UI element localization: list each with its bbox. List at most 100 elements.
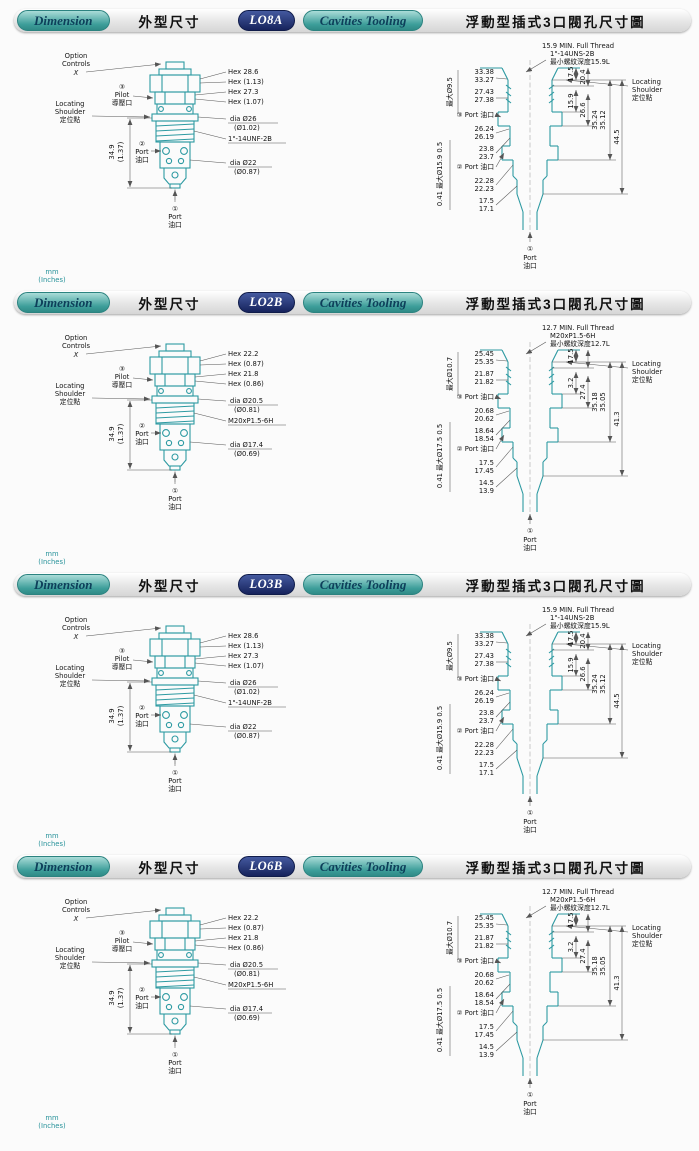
depth-dim-3-min: 35.12 <box>599 674 607 693</box>
hex-lower-mm: Hex 27.3 <box>228 652 259 660</box>
cavities-tooling-badge: Cavities Tooling <box>302 574 424 595</box>
option-controls-x: X <box>73 69 79 77</box>
units-inches-label: (Inches) <box>38 558 66 566</box>
bore5-dim-max: 17.5 <box>479 459 494 467</box>
port2-number: ② <box>139 140 145 148</box>
port1-number: ① <box>172 1051 178 1059</box>
hex-lower-in: Hex (1.07) <box>228 662 264 670</box>
units-inches-label: (Inches) <box>38 276 66 284</box>
bore6-dim-max: 17.5 <box>479 197 494 205</box>
min-thread-depth-cn: 最小螺紋深度12.7L <box>550 903 610 912</box>
dia-lower-mm: dia Ø17.4 <box>230 441 263 449</box>
bore5-dim-min: 22.23 <box>475 185 494 193</box>
depth-dim-top1: 17.5 <box>567 630 575 645</box>
hex-lower-in: Hex (0.86) <box>228 380 264 388</box>
height-dim-in: (1.37) <box>117 141 125 162</box>
bore3-dim-max: 26.24 <box>475 689 494 697</box>
depth-dim-4: 44.5 <box>613 129 621 144</box>
bore1-dim-min: 33.27 <box>475 76 494 84</box>
units-mm-label: mm <box>45 550 59 558</box>
cavity-port2-label: ② Port 油口 <box>457 726 494 735</box>
cavity-port1-cn: 油口 <box>523 261 537 270</box>
full-thread-note: 15.9 MIN. Full Thread <box>542 606 614 614</box>
cavity-thread-spec: M20xP1.5-6H <box>550 896 595 904</box>
min-thread-depth-cn: 最小螺紋深度15.9L <box>550 57 610 66</box>
bore2-dim-max: 27.43 <box>475 652 494 660</box>
valve-dimension-drawing: Option Controls X ③ Pilot 導壓口 Locating S… <box>38 616 286 848</box>
bore1-dim-max: 25.45 <box>475 914 494 922</box>
bore6-dim-min: 13.9 <box>479 1051 494 1059</box>
cavity-port1-number: ① <box>527 809 533 817</box>
depth-dim-1: 15.9 <box>567 657 575 672</box>
cavity-dimension-lines <box>449 59 629 242</box>
height-dim-in: (1.37) <box>117 423 125 444</box>
depth-dim-4: 41.3 <box>613 411 621 426</box>
bore2-dim-min: 21.82 <box>475 942 494 950</box>
cavity-profile <box>480 67 580 230</box>
option-controls-line1: Option <box>65 334 88 342</box>
bore6-dim-max: 17.5 <box>479 761 494 769</box>
dia-lower-in: (Ø0.69) <box>234 450 260 458</box>
cavities-title-cn: 浮動型插式3口閥孔尺寸圖 <box>465 578 646 594</box>
option-controls-line2: Controls <box>62 342 91 350</box>
bore3-dim-max: 26.24 <box>475 125 494 133</box>
hex-top-mm: Hex 22.2 <box>228 914 259 922</box>
valve-dimension-lines <box>85 626 286 766</box>
bore4-dim-min: 18.54 <box>475 999 494 1007</box>
bore3-dim-max: 20.68 <box>475 407 494 415</box>
cavity-locating-line1: Locating <box>632 78 661 86</box>
hex-lower-mm: Hex 21.8 <box>228 370 259 378</box>
catalog-section: Dimension 外型尺寸 LO2B Cavities Tooling 浮動型… <box>0 291 699 568</box>
bore4-dim-max: 18.64 <box>475 991 494 999</box>
depth-dim-2: 26.6 <box>579 666 587 681</box>
height-dim-mm: 34.9 <box>108 708 116 723</box>
dimension-title-cn: 外型尺寸 <box>138 578 201 594</box>
height-dim-mm: 34.9 <box>108 144 116 159</box>
port1-label: Port <box>168 777 182 785</box>
locating-shoulder-line1: Locating <box>56 664 85 672</box>
bore5-dim-max: 22.28 <box>475 741 494 749</box>
cavity-locating-line2: Shoulder <box>632 368 662 376</box>
bore1-dim-max: 33.38 <box>475 632 494 640</box>
cavity-port1-cn: 油口 <box>523 825 537 834</box>
model-badge: LO2B <box>237 292 295 313</box>
port2-cn: 油口 <box>135 437 149 446</box>
valve-dimension-drawing: Option Controls X ③ Pilot 導壓口 Locating S… <box>38 898 286 1130</box>
height-dim-mm: 34.9 <box>108 426 116 441</box>
bore1-dim-min: 25.35 <box>475 922 494 930</box>
cavity-port2-label: ② Port 油口 <box>457 444 494 453</box>
hex-top-in: Hex (0.87) <box>228 360 264 368</box>
pilot-port-cn: 導壓口 <box>112 380 132 389</box>
bore3-dim-min: 20.62 <box>475 415 494 423</box>
cavity-port1-cn: 油口 <box>523 543 537 552</box>
dia-lower-in: (Ø0.87) <box>234 732 260 740</box>
cavity-port2-label: ② Port 油口 <box>457 162 494 171</box>
depth-dim-2: 27.4 <box>579 948 587 963</box>
valve-outline <box>149 61 201 189</box>
valve-dimension-drawing: Option Controls X ③ Pilot 導壓口 Locating S… <box>38 334 286 566</box>
drawings-row: Option Controls X ③ Pilot 導壓口 Locating S… <box>0 316 699 568</box>
locating-shoulder-line2: Shoulder <box>55 672 85 680</box>
depth-dim-3-max: 35.18 <box>591 956 599 975</box>
dimension-title-cn: 外型尺寸 <box>138 14 201 30</box>
dia-upper-in: (Ø0.81) <box>234 406 260 414</box>
cavity-locating-cn: 定位點 <box>632 93 653 102</box>
dia-upper-mm: dia Ø20.5 <box>230 397 263 405</box>
locating-shoulder-cn: 定位點 <box>60 115 81 124</box>
cavity-port1-label: Port <box>523 536 537 544</box>
bore6-dim-max: 14.5 <box>479 479 494 487</box>
hex-top-mm: Hex 28.6 <box>228 68 259 76</box>
cavity-dimension-lines <box>449 623 629 806</box>
bore3-dim-min: 20.62 <box>475 979 494 987</box>
cavity-port1-label: Port <box>523 818 537 826</box>
dia-lower-mm: dia Ø22 <box>230 159 257 167</box>
port2-label: Port <box>135 712 149 720</box>
option-controls-line1: Option <box>65 52 88 60</box>
hex-lower-mm: Hex 27.3 <box>228 88 259 96</box>
pilot-port-label: Pilot <box>115 373 130 381</box>
cavities-tooling-badge: Cavities Tooling <box>302 10 424 31</box>
port1-cn: 油口 <box>168 784 182 793</box>
cavity-locating-cn: 定位點 <box>632 375 653 384</box>
valve-thread-spec: 1"-14UNF-2B <box>228 135 272 143</box>
